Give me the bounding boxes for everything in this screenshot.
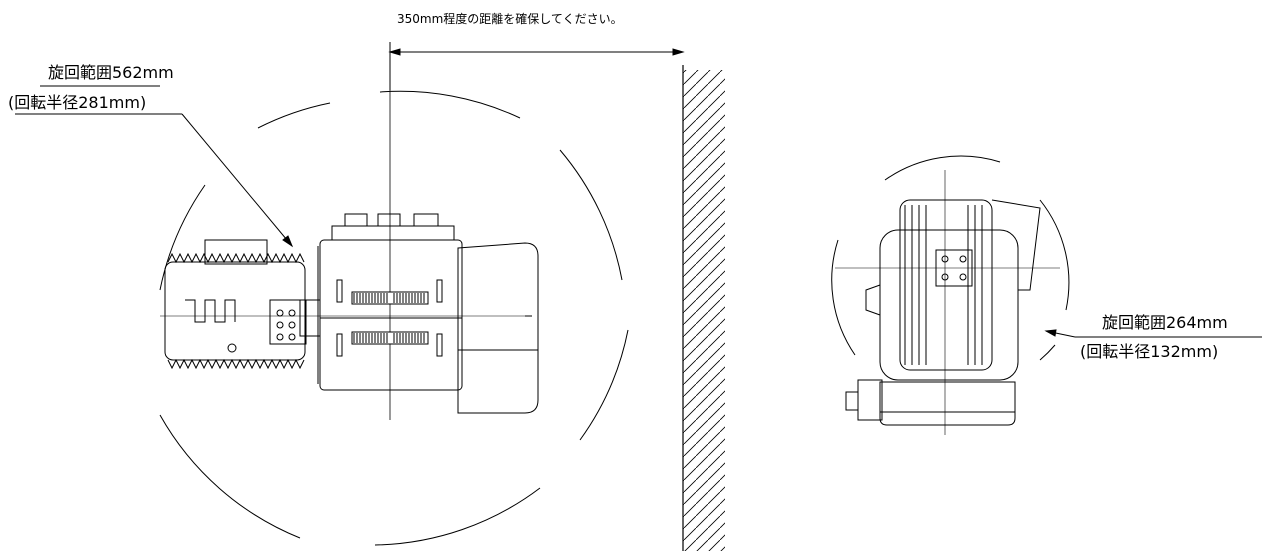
right-leader-arrow [1044,329,1057,337]
right-swing-range-label: 旋回範囲264mm [1102,313,1228,332]
slot-2 [436,279,443,303]
right-camera-body [835,170,1060,435]
button-4 [288,321,296,329]
left-arc-1 [257,102,331,129]
right-arc-2 [1039,199,1070,311]
vent-grille-lower [351,331,429,345]
button-1 [276,309,284,317]
base-unit [164,261,306,361]
right-arc-1 [884,155,1001,181]
left-rotation-radius-label: (回転半径281mm) [8,93,147,112]
right-swing-range [831,155,1070,361]
button-2 [288,309,296,317]
left-leader-line [181,113,293,247]
right-rotation-radius-label: (回転半径132mm) [1080,342,1219,361]
base-rib-pattern [185,299,236,323]
right-leader [1044,329,1262,338]
front-drum-fins [904,205,983,365]
button-panel [269,299,307,345]
base-fins-bottom [167,358,305,370]
main-housing [319,239,463,391]
plate-screw-4 [959,273,967,281]
clearance-label: 350mm程度の距離を確保してください。 [397,12,623,26]
slot-1 [336,279,343,303]
front-base [879,381,1016,426]
left-arc-6 [159,414,301,539]
button-3 [276,321,284,329]
clearance-arrow-right [672,48,685,56]
mount-plate [299,299,321,337]
front-side-tab [865,284,881,316]
wall [682,65,725,551]
right-arc-4 [831,239,856,356]
slot-4 [436,333,443,357]
base-screw [227,343,237,353]
front-drum [899,199,993,371]
left-arc-4 [579,329,629,441]
connector-1 [344,213,368,227]
left-arc-5 [374,487,541,546]
button-6 [288,333,296,341]
wall-hatching [683,70,725,551]
clearance-arrow-left [388,48,401,56]
base-fins-top [167,252,305,264]
button-5 [276,333,284,341]
front-base-connector [857,379,883,421]
left-leader [15,85,294,248]
front-yoke [879,229,1019,381]
front-side-wing [991,199,1041,291]
right-arc-3 [1039,344,1056,361]
left-arc-7 [159,184,206,291]
plate-screw-2 [959,255,967,263]
top-connector-block [331,225,455,241]
left-leader-arrow [282,235,294,248]
connector-2 [377,213,401,227]
front-base-plug [845,391,859,411]
left-arc-2 [379,90,521,119]
vent-grille-upper [351,291,429,305]
connector-3 [413,213,439,227]
left-camera-body [160,213,539,414]
left-swing-range [159,90,629,546]
left-swing-range-label: 旋回範囲562mm [48,63,174,82]
slot-3 [336,333,343,357]
clearance-dimension [388,42,685,420]
left-arc-3 [559,149,623,281]
lens-hood [457,242,539,414]
base-top-block [204,239,268,265]
